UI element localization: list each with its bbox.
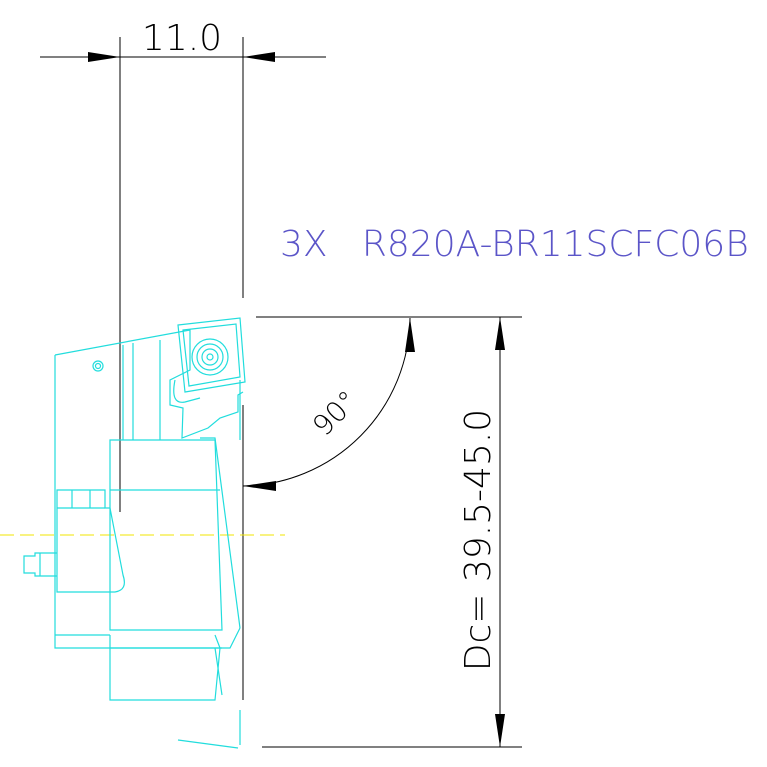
arrow-right [243, 52, 275, 62]
arrow-top [495, 317, 505, 350]
width-dimension: 11.0 [40, 18, 326, 512]
arrow-left [88, 52, 120, 62]
width-label: 11.0 [142, 18, 222, 59]
cutter-body-outline [23, 317, 246, 749]
diameter-dimension: Dc= 39.5-45.0 [256, 316, 522, 748]
angle-dimension: 90° [242, 317, 415, 700]
part-callout: 3X R820A-BR11SCFC06B [280, 224, 749, 265]
arrow-bottom [495, 714, 505, 747]
angle-arc [242, 317, 411, 487]
angle-arrow-top [405, 318, 415, 352]
diameter-label: Dc= 39.5-45.0 [458, 409, 499, 671]
angle-arrow-left [243, 481, 276, 491]
angle-label: 90° [306, 384, 364, 442]
